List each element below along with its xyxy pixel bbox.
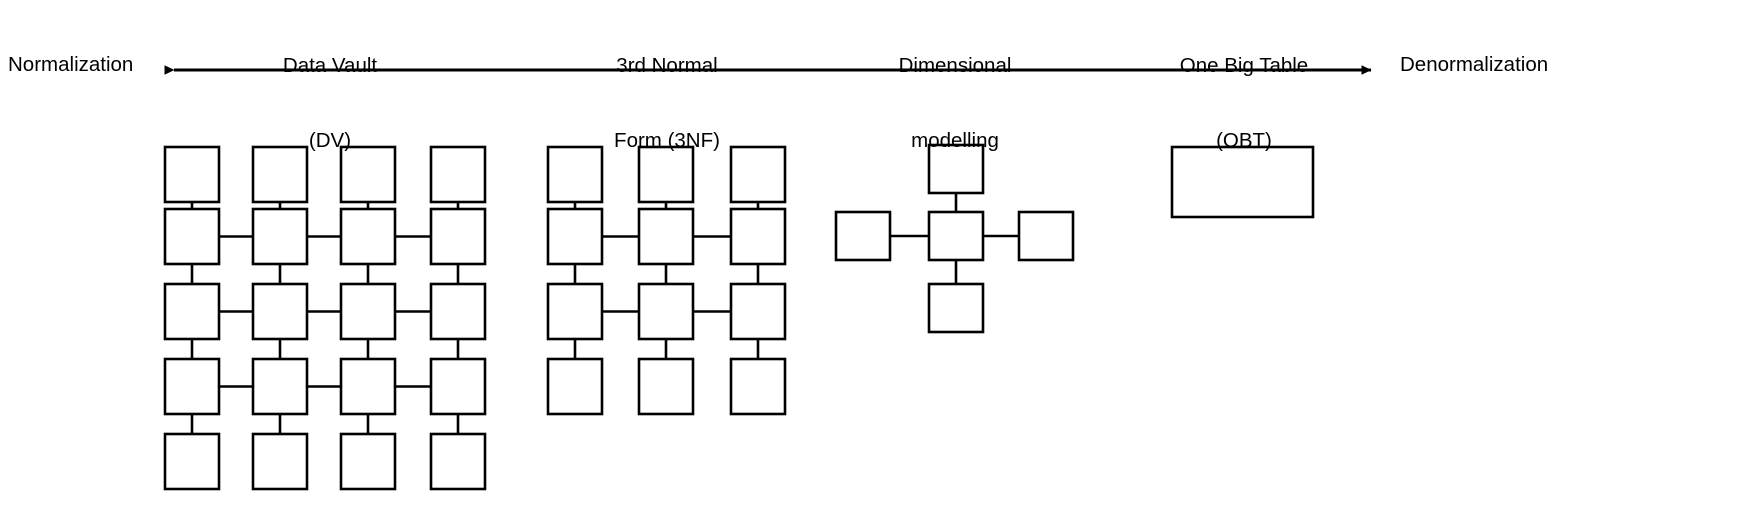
- data-vault-table-box: [429, 357, 487, 416]
- stage-label-line1: 3rd Normal: [616, 54, 718, 77]
- data-vault-diagram: [163, 145, 487, 491]
- data-vault-table-box: [339, 145, 397, 204]
- stage-label-dimensional-modelling: Dimensional modelling: [828, 3, 1082, 203]
- data-vault-table-box: [251, 207, 309, 266]
- third-normal-form-table-box: [546, 282, 604, 341]
- star-dimension-box: [927, 143, 985, 195]
- axis-label-denormalization: Denormalization: [1400, 53, 1549, 76]
- axis-label-normalization: Normalization: [8, 53, 134, 76]
- star-fact-box: [927, 210, 985, 262]
- third-normal-form-table-box: [637, 145, 695, 204]
- third-normal-form-table-box: [729, 357, 787, 416]
- data-vault-table-box: [339, 357, 397, 416]
- data-vault-table-box: [251, 357, 309, 416]
- data-vault-table-box: [251, 432, 309, 491]
- data-vault-table-box: [163, 282, 221, 341]
- stage-label-line2: Form (3NF): [614, 129, 720, 152]
- third-normal-form-table-box: [546, 357, 604, 416]
- third-normal-form-table-box: [546, 207, 604, 266]
- stage-label-line2: (OBT): [1216, 129, 1272, 152]
- data-vault-table-box: [339, 432, 397, 491]
- stage-label-line1: Data Vault: [282, 54, 378, 77]
- third-normal-form-table-box: [637, 357, 695, 416]
- stage-label-line1: One Big Table: [1179, 54, 1309, 77]
- data-vault-table-box: [429, 145, 487, 204]
- third-normal-form-table-box: [729, 145, 787, 204]
- dimensional-modelling-diagram: [834, 143, 1075, 334]
- third-normal-form-table-box: [546, 145, 604, 204]
- stage-label-third-normal-form: 3rd Normal Form (3NF): [540, 3, 794, 203]
- one-big-table-diagram: [1170, 145, 1315, 219]
- data-vault-table-box: [251, 282, 309, 341]
- stage-label-line2: modelling: [911, 129, 999, 152]
- data-vault-table-box: [429, 432, 487, 491]
- data-vault-table-box: [163, 145, 221, 204]
- star-dimension-box: [834, 210, 892, 262]
- stage-label-data-vault: Data Vault (DV): [200, 3, 460, 203]
- data-vault-table-box: [163, 357, 221, 416]
- third-normal-form-table-box: [729, 207, 787, 266]
- one-big-table-box: [1170, 145, 1315, 219]
- star-dimension-box: [1017, 210, 1075, 262]
- data-vault-table-box: [339, 207, 397, 266]
- stage-label-line1: Dimensional: [898, 54, 1012, 77]
- data-vault-table-box: [163, 207, 221, 266]
- third-normal-form-table-box: [637, 207, 695, 266]
- third-normal-form-table-box: [729, 282, 787, 341]
- data-vault-table-box: [163, 432, 221, 491]
- stage-label-one-big-table: One Big Table (OBT): [1114, 3, 1374, 203]
- data-vault-table-box: [429, 207, 487, 266]
- stage-label-line2: (DV): [308, 129, 352, 152]
- data-vault-table-box: [251, 145, 309, 204]
- data-vault-table-box: [429, 282, 487, 341]
- third-normal-form-diagram: [546, 145, 787, 416]
- third-normal-form-table-box: [637, 282, 695, 341]
- star-dimension-box: [927, 282, 985, 334]
- data-vault-table-box: [339, 282, 397, 341]
